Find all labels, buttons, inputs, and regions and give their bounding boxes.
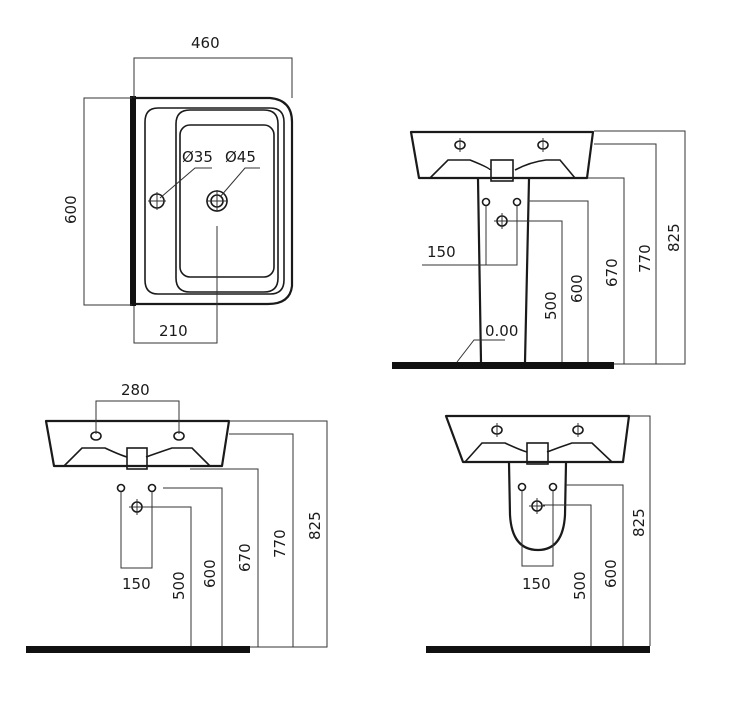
basin-front-outline bbox=[409, 130, 595, 180]
tap-hole bbox=[148, 192, 166, 210]
tap-hole-right bbox=[537, 138, 549, 152]
waste-outlet bbox=[129, 499, 145, 515]
bowl-inner bbox=[179, 124, 275, 278]
tap-hole-label: Ø35 bbox=[182, 148, 213, 166]
basin-outline-top bbox=[134, 96, 294, 306]
drain-offset-dimension-line bbox=[133, 226, 218, 344]
height-770-line bbox=[229, 433, 294, 647]
supply-spacing-dimension-line bbox=[521, 491, 554, 567]
height-600-label: 600 bbox=[201, 559, 219, 588]
width-label: 460 bbox=[191, 34, 220, 52]
bowl-curve bbox=[464, 442, 613, 463]
supply-right bbox=[512, 197, 522, 207]
wall-edge bbox=[130, 96, 136, 306]
height-500-label: 500 bbox=[542, 291, 560, 320]
supply-left bbox=[517, 482, 527, 492]
drain-offset-label: 210 bbox=[159, 322, 188, 340]
height-825-label: 825 bbox=[665, 223, 683, 252]
supply-left bbox=[116, 483, 126, 493]
height-500-line bbox=[507, 220, 563, 362]
floor bbox=[26, 646, 250, 653]
height-825-line bbox=[594, 130, 686, 365]
supply-spacing-dimension-line bbox=[120, 492, 153, 569]
height-600-line bbox=[528, 200, 589, 362]
pedestal-view: 150 0.00 500 600 670 770 825 bbox=[392, 130, 686, 369]
semi-pedestal-view: 150 500 600 825 bbox=[426, 414, 651, 653]
height-670-label: 670 bbox=[603, 258, 621, 287]
supply-left bbox=[481, 197, 491, 207]
drain-hole bbox=[206, 190, 228, 212]
tap-hole-right bbox=[572, 423, 584, 437]
drain-hole-label: Ø45 bbox=[225, 148, 256, 166]
semi-pedestal bbox=[507, 462, 568, 552]
height-770-label: 770 bbox=[636, 244, 654, 273]
tap-spacing-dimension-line bbox=[95, 400, 180, 434]
supply-spacing-label: 150 bbox=[122, 575, 151, 593]
basin-front-outline bbox=[444, 414, 631, 464]
height-670-line bbox=[190, 468, 259, 647]
floor bbox=[426, 646, 650, 653]
height-500-line bbox=[143, 506, 192, 646]
tap-hole-left bbox=[454, 138, 466, 152]
basin-front-outline bbox=[44, 419, 231, 468]
bowl-curve bbox=[63, 447, 211, 467]
height-825-label: 825 bbox=[630, 508, 648, 537]
tap-spacing-label: 280 bbox=[121, 381, 150, 399]
bowl-curve bbox=[429, 159, 576, 179]
pedestal bbox=[476, 178, 531, 363]
height-600-line bbox=[566, 484, 624, 646]
bowl-outer bbox=[175, 109, 279, 293]
supply-spacing-dimension-line bbox=[485, 206, 518, 266]
height-500-label: 500 bbox=[170, 571, 188, 600]
depth-label: 600 bbox=[62, 195, 80, 224]
supply-spacing-label: 150 bbox=[427, 243, 456, 261]
waste-outlet bbox=[529, 498, 545, 514]
height-600-line bbox=[163, 487, 223, 646]
depth-dimension-line bbox=[83, 97, 132, 306]
floor-level-label: 0.00 bbox=[485, 322, 518, 340]
supply-right bbox=[147, 483, 157, 493]
top-view: 460 600 210 Ø35 Ø45 bbox=[62, 34, 294, 344]
height-600-label: 600 bbox=[602, 559, 620, 588]
height-770-label: 770 bbox=[271, 529, 289, 558]
wall-hung-view: 280 150 500 600 670 770 825 bbox=[26, 381, 328, 653]
supply-spacing-label: 150 bbox=[522, 575, 551, 593]
width-dimension-line bbox=[133, 57, 293, 98]
drain-hole-leader bbox=[219, 167, 260, 198]
height-670-label: 670 bbox=[236, 543, 254, 572]
floor-level-leader bbox=[456, 339, 505, 363]
height-500-label: 500 bbox=[571, 571, 589, 600]
waste-trap bbox=[126, 447, 148, 470]
tap-hole-left bbox=[491, 423, 503, 437]
height-825-line bbox=[629, 415, 651, 646]
tap-hole-leader bbox=[159, 167, 212, 199]
height-770-line bbox=[594, 143, 657, 364]
height-500-line bbox=[543, 504, 592, 646]
height-825-label: 825 bbox=[306, 511, 324, 540]
basin-rim bbox=[144, 107, 285, 295]
height-600-label: 600 bbox=[568, 274, 586, 303]
height-670-line bbox=[588, 177, 625, 364]
height-825-line bbox=[229, 420, 328, 648]
waste-trap bbox=[490, 159, 514, 182]
floor bbox=[392, 362, 614, 369]
supply-right bbox=[548, 482, 558, 492]
waste-trap bbox=[526, 442, 549, 465]
